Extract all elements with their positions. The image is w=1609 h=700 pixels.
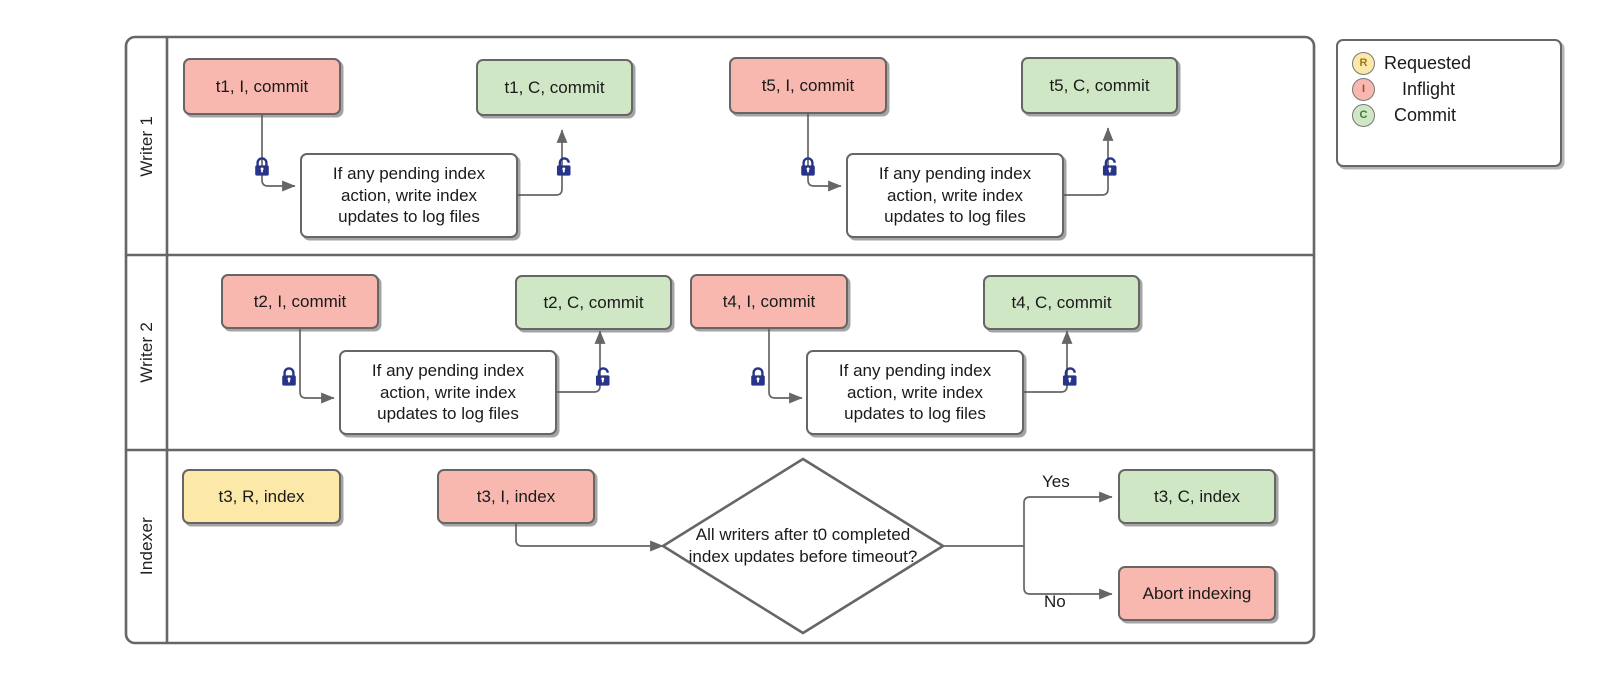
edge-label-yes: Yes xyxy=(1042,472,1070,491)
legend-label-requested: Requested xyxy=(1384,52,1472,73)
lock-open-icon xyxy=(556,157,571,176)
node-w2-t2-commit[interactable]: t2, C, commit xyxy=(515,275,672,330)
node-ix-t3-commit[interactable]: t3, C, index xyxy=(1118,469,1276,524)
node-w2-t4-commit[interactable]: t4, C, commit xyxy=(983,275,1140,330)
action-w2-index-write-1[interactable]: If any pending index action, write index… xyxy=(339,350,557,435)
node-w2-t2-inflight[interactable]: t2, I, commit xyxy=(221,274,379,329)
node-ix-t3-requested[interactable]: t3, R, index xyxy=(182,469,341,524)
action-w1-index-write-1[interactable]: If any pending index action, write index… xyxy=(300,153,518,238)
badge-inflight-icon: I xyxy=(1352,77,1375,101)
writer2-connectors xyxy=(299,329,1073,404)
lock-open-icon xyxy=(1102,157,1117,176)
writer1-connectors xyxy=(261,113,1114,196)
lane-label-indexer-text: Indexer xyxy=(136,517,156,576)
lock-closed-icon xyxy=(282,367,296,386)
legend-item-commit: C Commit xyxy=(1352,102,1544,128)
node-w2-t4-inflight[interactable]: t4, I, commit xyxy=(690,274,848,329)
node-w1-t1-inflight[interactable]: t1, I, commit xyxy=(183,58,341,115)
badge-commit-icon: C xyxy=(1352,103,1375,127)
indexer-connectors xyxy=(515,491,1113,600)
edge-label-no: No xyxy=(1044,592,1066,611)
action-w1-index-write-2[interactable]: If any pending index action, write index… xyxy=(846,153,1064,238)
lane-label-writer1-text: Writer 1 xyxy=(136,115,156,177)
badge-requested-icon: R xyxy=(1352,51,1375,75)
node-w1-t5-commit[interactable]: t5, C, commit xyxy=(1021,57,1178,114)
lock-open-icon xyxy=(1062,367,1077,386)
legend-panel: R Requested I Inflight C Commit xyxy=(1336,39,1562,167)
legend-item-inflight: I Inflight xyxy=(1352,76,1544,102)
lock-closed-icon xyxy=(751,367,765,386)
lock-closed-icon xyxy=(255,157,269,176)
lane-label-writer1: Writer 1 xyxy=(126,37,167,255)
node-w1-t5-inflight[interactable]: t5, I, commit xyxy=(729,57,887,114)
pool-frame xyxy=(124,35,1316,645)
lock-closed-icon xyxy=(801,157,815,176)
action-w2-index-write-2[interactable]: If any pending index action, write index… xyxy=(806,350,1024,435)
legend-item-requested: R Requested xyxy=(1352,50,1544,76)
lane-label-writer2-text: Writer 2 xyxy=(136,322,156,383)
lock-open-icon xyxy=(595,367,610,386)
node-ix-abort-indexing[interactable]: Abort indexing xyxy=(1118,566,1276,621)
decision-diamond xyxy=(661,457,945,635)
node-ix-t3-inflight[interactable]: t3, I, index xyxy=(437,469,595,524)
legend-label-commit: Commit xyxy=(1394,104,1456,125)
node-w1-t1-commit[interactable]: t1, C, commit xyxy=(476,59,633,116)
legend-label-inflight: Inflight xyxy=(1402,78,1456,99)
lane-label-writer2: Writer 2 xyxy=(126,255,167,450)
lane-label-indexer: Indexer xyxy=(126,450,167,643)
